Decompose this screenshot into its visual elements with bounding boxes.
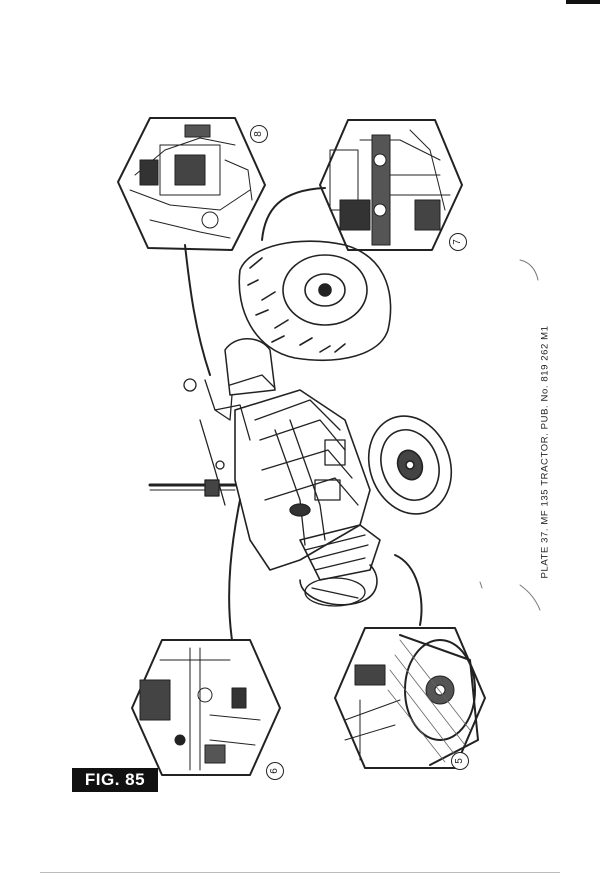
leader-line-5 xyxy=(394,554,423,626)
front-wheel xyxy=(367,415,453,515)
detail-view-7 xyxy=(319,119,463,251)
view-number-5: 5 xyxy=(451,752,469,770)
view-number-7: 7 xyxy=(449,233,467,251)
detail-view-5 xyxy=(334,627,486,769)
tractor-body xyxy=(148,240,453,607)
view-number-8: 8 xyxy=(250,125,268,143)
figure-label: FIG. 85 xyxy=(72,768,158,792)
leader-line-7 xyxy=(261,187,326,241)
leader-line-8 xyxy=(184,244,211,376)
detail-view-8 xyxy=(117,117,266,251)
view-number-6: 6 xyxy=(266,762,284,780)
plate-caption: PLATE 37. MF 135 TRACTOR. PUB. No. 819 2… xyxy=(539,325,551,579)
rear-wheel xyxy=(238,240,392,361)
leader-line-6 xyxy=(228,499,241,641)
corner-mark xyxy=(566,0,600,4)
detail-view-6 xyxy=(131,639,281,776)
bottom-rule xyxy=(40,872,560,873)
